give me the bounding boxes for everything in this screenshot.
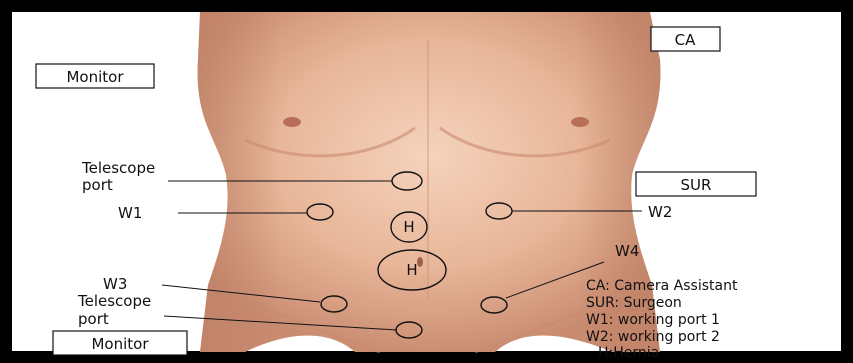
right-nipple <box>571 117 589 127</box>
hernia-upper-label: H <box>403 218 414 236</box>
ca-box-label: CA <box>675 31 696 49</box>
legend-item-w1: W1: working port 1 <box>586 312 720 328</box>
legend-item-hernia: H:Hernia <box>598 345 659 361</box>
hernia-lower-label: H <box>406 261 417 279</box>
monitor-top-label: Monitor <box>66 68 124 86</box>
sur-box-label: SUR <box>681 176 712 194</box>
left-nipple <box>283 117 301 127</box>
monitor-bottom-label: Monitor <box>91 335 149 353</box>
telescope-lower-label-line1: Telescope <box>77 292 151 310</box>
legend-item-sur: SUR: Surgeon <box>586 295 682 311</box>
telescope-lower-label-line2: port <box>78 310 109 328</box>
w4-label: W4 <box>615 242 639 260</box>
w3-label: W3 <box>103 275 127 293</box>
telescope-upper-label-line2: port <box>82 176 113 194</box>
w2-label: W2 <box>648 203 672 221</box>
umbilicus <box>417 257 423 267</box>
telescope-upper-label-line1: Telescope <box>81 159 155 177</box>
legend-item-w2: W2: working port 2 <box>586 329 720 345</box>
legend-item-ca: CA: Camera Assistant <box>586 278 738 294</box>
w1-label: W1 <box>118 204 142 222</box>
